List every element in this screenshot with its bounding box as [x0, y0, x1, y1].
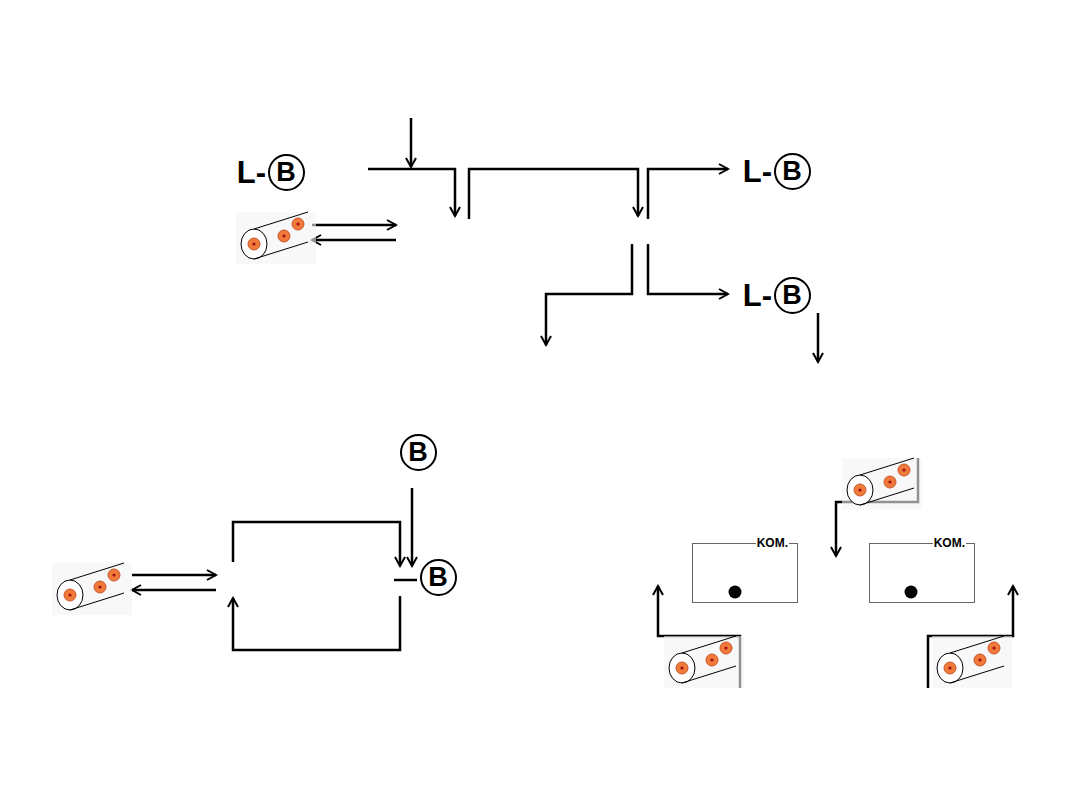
circle-letter: B — [428, 564, 448, 591]
circled-letter: B — [420, 559, 457, 596]
compartment-label: KOM. — [933, 536, 966, 550]
compartment-box: KOM. — [692, 543, 798, 603]
compartment-label: KOM. — [756, 536, 789, 550]
prefix-label: L- — [237, 157, 266, 188]
compartment-box: KOM. — [869, 543, 975, 603]
circled-letter: B — [774, 153, 811, 190]
prefix-label: L- — [743, 156, 772, 187]
circle-letter: B — [276, 159, 296, 186]
circled-letter: B — [400, 434, 437, 471]
circle-letter: B — [408, 439, 428, 466]
circle-letter: B — [782, 282, 802, 309]
circled-letter: B — [268, 154, 305, 191]
prefix-label: L- — [743, 280, 772, 311]
circled-letter: B — [774, 277, 811, 314]
circle-letter: B — [782, 158, 802, 185]
